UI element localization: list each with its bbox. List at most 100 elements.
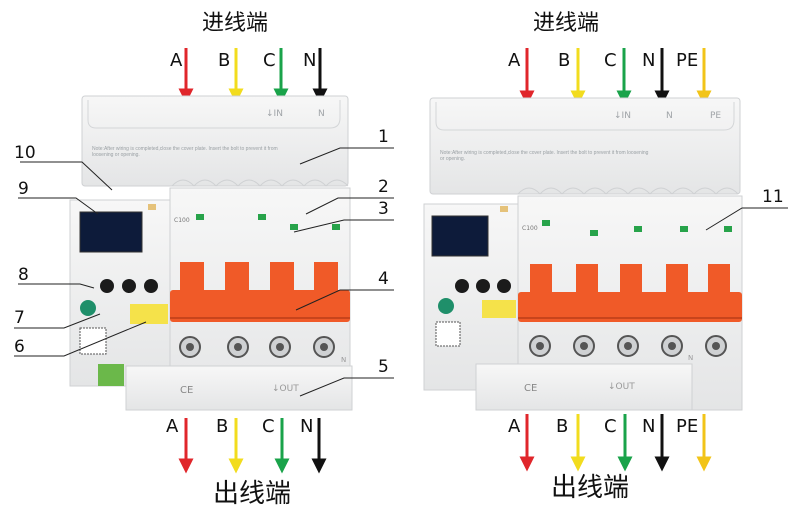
left-rating: C100 xyxy=(174,217,190,224)
right-screw-4-head xyxy=(668,342,676,350)
callout-7: 7 xyxy=(14,308,25,328)
right-handle-4[interactable] xyxy=(666,264,688,294)
left-out-label-c: C xyxy=(262,416,275,437)
right-handle-bar[interactable] xyxy=(518,292,742,322)
right-notice: Note:After wiring is completed,close the… xyxy=(440,150,648,162)
left-in-label-b: B xyxy=(218,50,230,71)
left-cover-frame xyxy=(87,100,341,129)
right-test-button[interactable] xyxy=(438,298,454,314)
left-indicator-led xyxy=(148,204,156,210)
right-handles[interactable] xyxy=(518,264,742,322)
right-cover-frame xyxy=(435,102,735,131)
right-handle-2[interactable] xyxy=(576,264,598,294)
left-handle-3[interactable] xyxy=(270,262,294,292)
right-bottom-title: 出线端 xyxy=(551,473,629,503)
left-out-label-a: A xyxy=(166,416,179,437)
right-indicator-5 xyxy=(724,226,732,232)
callout-1-line xyxy=(299,147,394,165)
left-in-label-c: C xyxy=(263,50,276,71)
right-qr-code xyxy=(435,321,461,347)
right-device: 进线端 A B C N PE ↓IN N PE Note:After wirin… xyxy=(423,11,743,503)
left-top-cover xyxy=(81,95,349,187)
left-out-label-n: N xyxy=(300,416,313,437)
left-green-clip xyxy=(98,364,124,386)
right-in-label-pe: PE xyxy=(676,50,698,71)
left-in-label-n: N xyxy=(303,50,316,71)
right-in-label-n: N xyxy=(642,50,655,71)
left-out-mark: ↓OUT xyxy=(272,384,299,394)
callout-8-line xyxy=(18,283,95,289)
callout-3: 3 xyxy=(378,199,389,219)
right-indicator-1 xyxy=(542,220,550,226)
left-in-label-a: A xyxy=(170,50,183,71)
callout-4: 4 xyxy=(378,269,389,289)
left-input-arrows: A B C N xyxy=(170,48,328,104)
right-handle-5[interactable] xyxy=(708,264,730,294)
right-indicator-3 xyxy=(634,226,642,232)
right-lcd-screen xyxy=(431,215,489,257)
right-button-2[interactable] xyxy=(476,279,490,293)
right-scallop xyxy=(517,187,739,195)
left-screw-1-head xyxy=(186,343,194,351)
right-screw-3-head xyxy=(624,342,632,350)
left-handle-1[interactable] xyxy=(180,262,204,292)
right-yellow-tab[interactable] xyxy=(482,300,516,318)
left-qr-code xyxy=(79,327,107,355)
left-top-title: 进线端 xyxy=(202,11,268,36)
left-n-mark: N xyxy=(341,356,346,364)
right-input-arrows: A B C N PE xyxy=(508,48,712,106)
right-out-label-a: A xyxy=(508,416,521,437)
right-button-1[interactable] xyxy=(455,279,469,293)
callout-11: 11 xyxy=(762,187,784,207)
left-handle-4[interactable] xyxy=(314,262,338,292)
callout-10-line xyxy=(20,161,113,191)
callout-2: 2 xyxy=(378,177,389,197)
right-handle-3[interactable] xyxy=(620,264,642,294)
callout-5: 5 xyxy=(378,357,389,377)
left-yellow-tab[interactable] xyxy=(130,304,168,324)
right-in-label-c: C xyxy=(604,50,617,71)
right-screw-2-head xyxy=(580,342,588,350)
left-lcd-screen xyxy=(79,211,143,253)
callout-9-line xyxy=(18,197,99,215)
callout-6-line xyxy=(14,321,147,357)
right-indicator-2 xyxy=(590,230,598,236)
right-button-3[interactable] xyxy=(497,279,511,293)
left-bottom-cover xyxy=(125,365,353,411)
right-bottom-cover xyxy=(475,363,693,411)
callout-4-line xyxy=(295,289,394,311)
left-screw-4-head xyxy=(320,343,328,351)
left-indicator-4 xyxy=(332,224,340,230)
left-in-mark: ↓IN xyxy=(266,109,283,119)
right-in-n-mark: N xyxy=(666,111,673,121)
callout-1: 1 xyxy=(378,127,389,147)
right-in-label-a: A xyxy=(508,50,521,71)
left-test-button[interactable] xyxy=(80,300,96,316)
right-screw-5-head xyxy=(712,342,720,350)
left-scallop xyxy=(171,179,349,187)
right-handle-1[interactable] xyxy=(530,264,552,294)
right-screws xyxy=(529,335,727,357)
left-button-3[interactable] xyxy=(144,279,158,293)
left-handle-bar[interactable] xyxy=(170,290,350,322)
right-output-arrows: A B C N PE xyxy=(508,414,712,472)
left-screws xyxy=(179,336,335,358)
left-out-label-b: B xyxy=(216,416,228,437)
callout-9: 9 xyxy=(18,179,29,199)
right-in-pe-mark: PE xyxy=(710,111,721,121)
right-rating: C100 xyxy=(522,225,538,232)
callout-6: 6 xyxy=(14,337,25,357)
left-handles[interactable] xyxy=(170,262,350,322)
left-button-2[interactable] xyxy=(122,279,136,293)
left-notice: Note:After wiring is completed,close the… xyxy=(92,146,278,158)
left-callouts: 10 9 8 7 6 1 2 3 4 5 xyxy=(14,127,394,397)
left-button-1[interactable] xyxy=(100,279,114,293)
callout-2-line xyxy=(305,197,394,215)
left-indicator-1 xyxy=(196,214,204,220)
left-bottom-title: 出线端 xyxy=(213,479,291,509)
left-ce-mark: CE xyxy=(180,385,193,396)
callout-10: 10 xyxy=(14,143,36,163)
left-handle-2[interactable] xyxy=(225,262,249,292)
